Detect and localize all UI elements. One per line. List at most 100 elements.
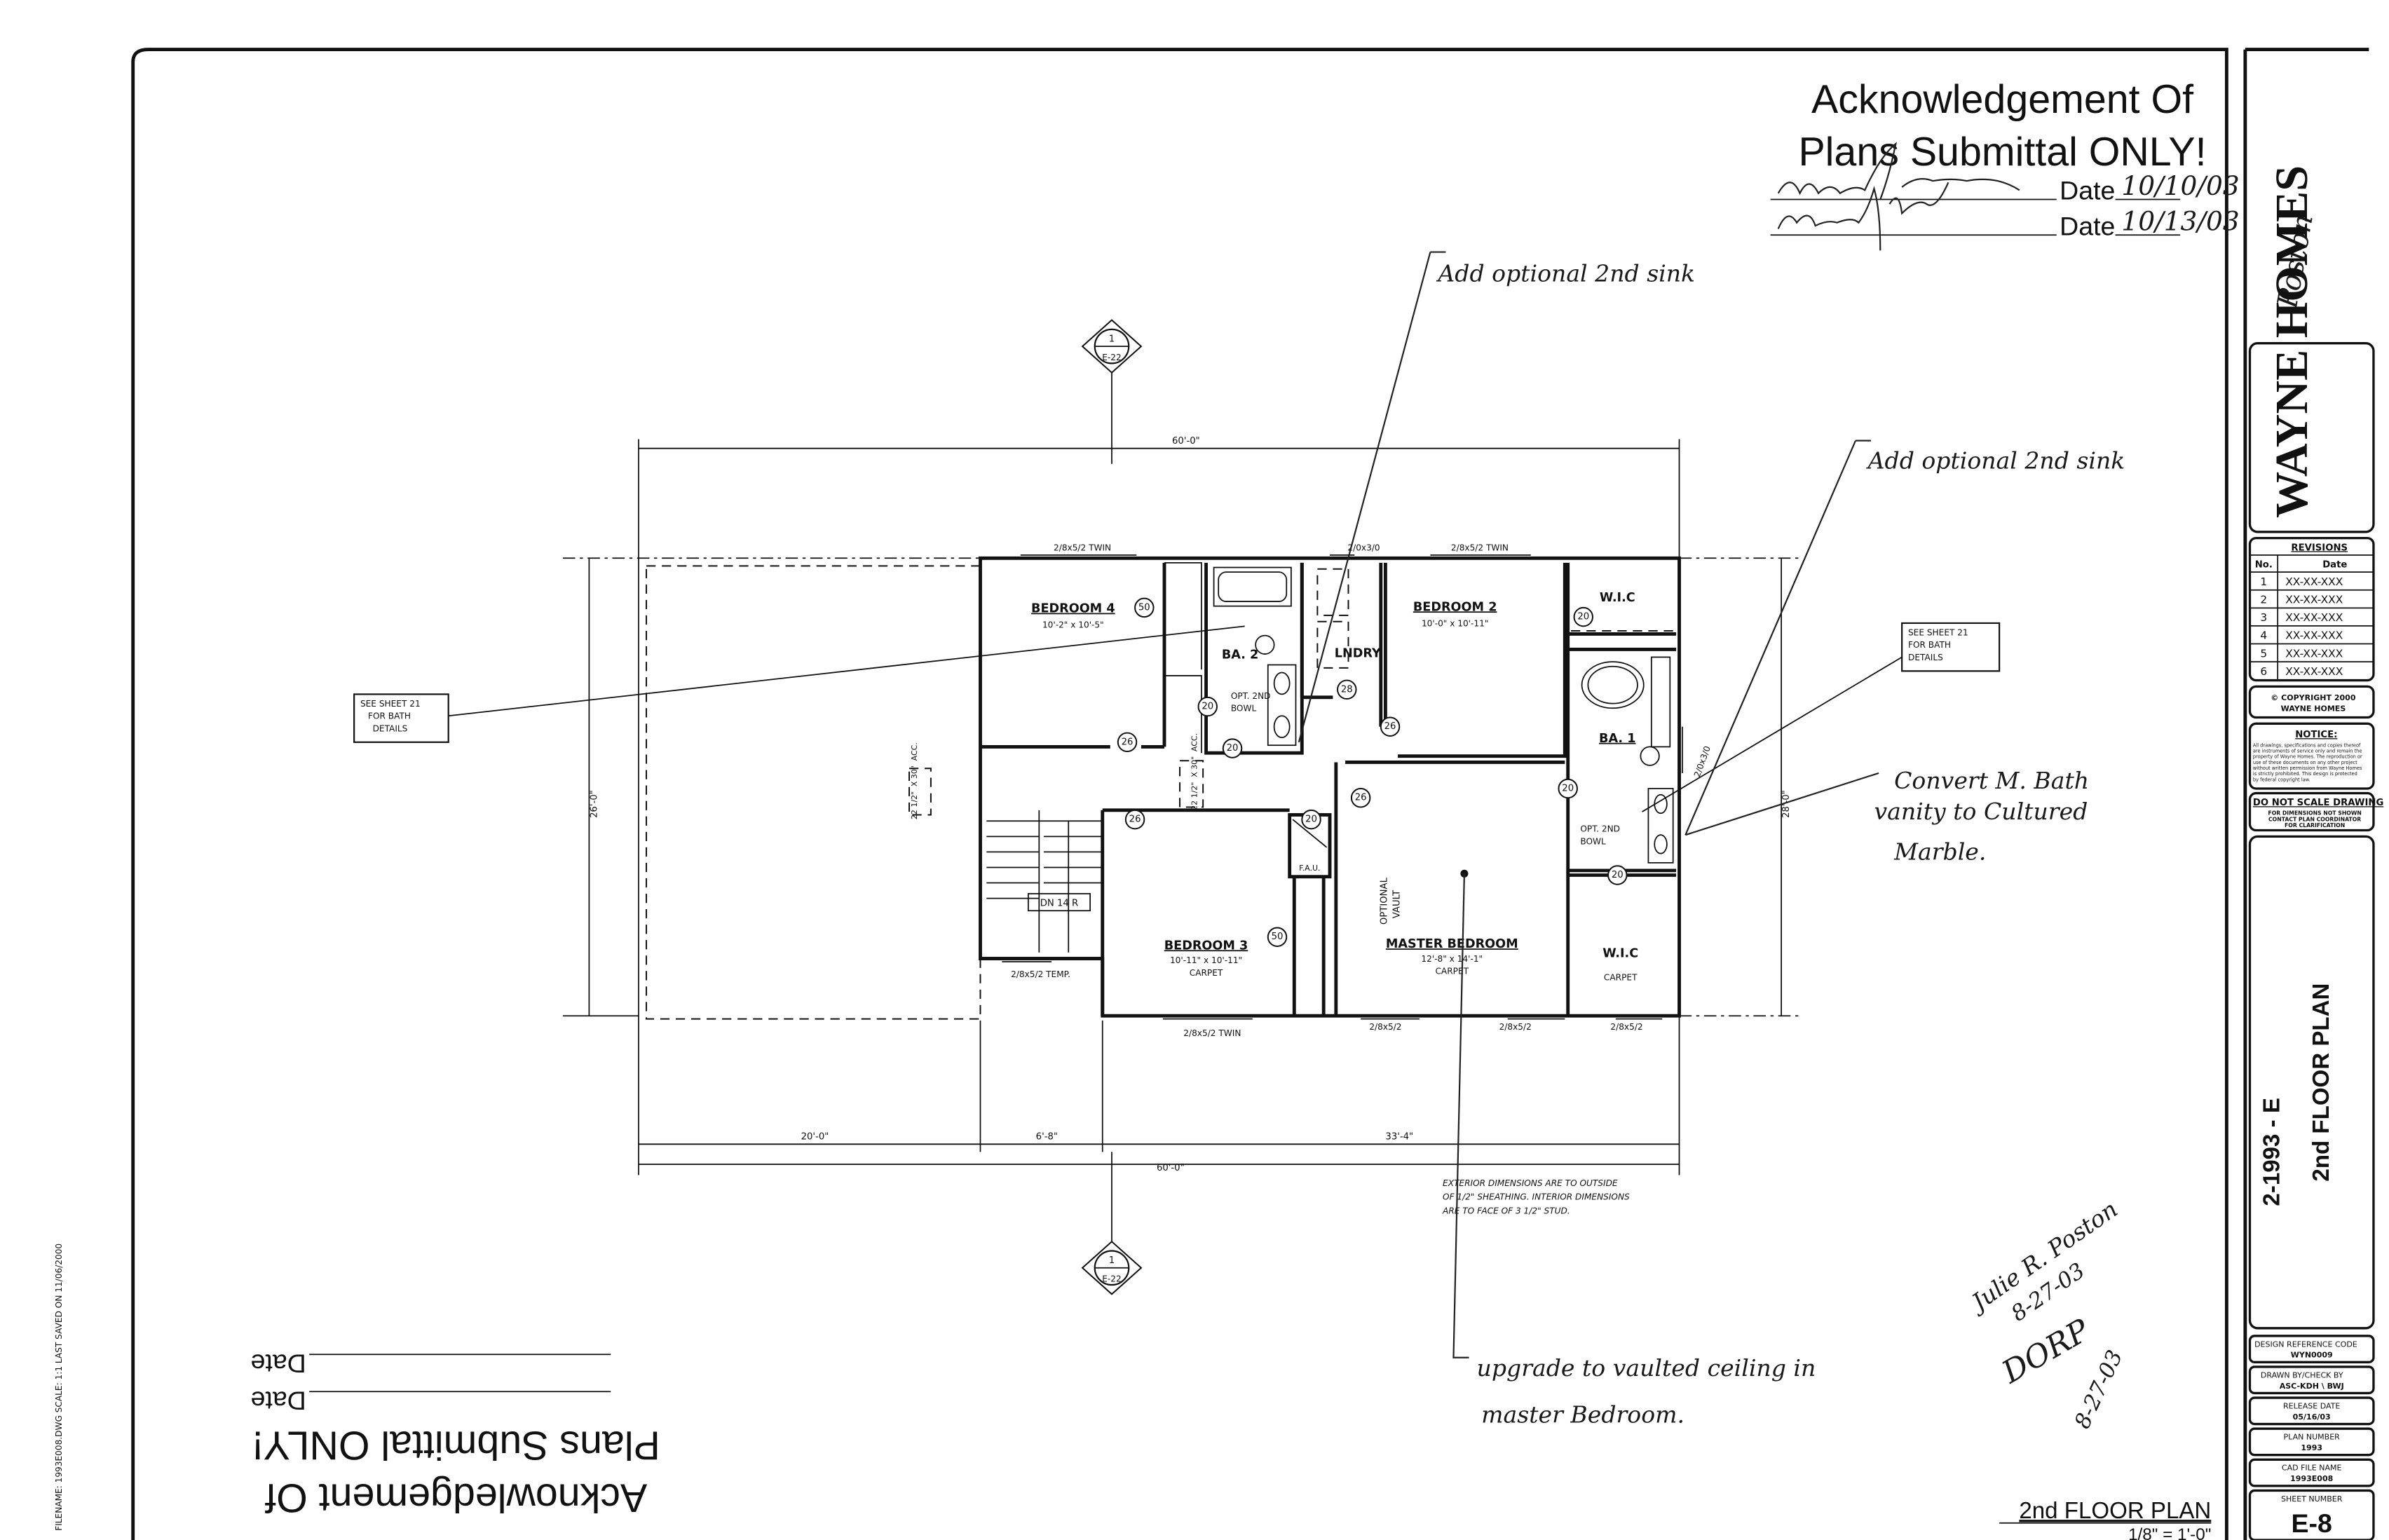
window-bottom-master-2: 2/8x5/2 <box>1499 1022 1532 1032</box>
door-tag: 20 <box>1301 809 1321 830</box>
signature-2-date: 8-27-03 <box>2069 1347 2128 1433</box>
copyright-line-1: © COPYRIGHT 2000 <box>2271 693 2356 702</box>
stairs: DN 14 R <box>980 810 1103 961</box>
revisions-col-date: Date <box>2322 560 2347 571</box>
door-tag: 26 <box>1124 809 1145 830</box>
signature-scribble-2 <box>1777 182 1949 251</box>
release-date: 05/16/03 <box>2293 1412 2331 1422</box>
dimension-lines: 60'-0" 20'-0" 6'-8" 33'-4" 60'-0" 26'-0"… <box>562 436 1802 1176</box>
plan-title: 2nd FLOOR PLAN <box>2308 983 2334 1182</box>
room-size-bedroom2: 10'-0" x 10'-11" <box>1422 618 1488 628</box>
revision-number: 1 <box>2260 575 2267 588</box>
svg-text:20: 20 <box>1305 815 1317 825</box>
stamp-date-2: 10/13/03 <box>2121 206 2239 237</box>
sheet-scale: 1/8" = 1'-0" <box>2128 1525 2211 1540</box>
section-sheet: E-22 <box>1102 1274 1121 1284</box>
wayne-homes-logo: WAYNE HOMES <box>2266 165 2317 518</box>
revision-number: 3 <box>2260 611 2267 624</box>
do-not-scale: DO NOT SCALE DRAWING <box>2253 798 2383 808</box>
signature-scribble-1 <box>1777 142 2020 200</box>
door-tag: 20 <box>1197 696 1218 717</box>
room-label-wic-lower: W.I.C <box>1602 946 1638 960</box>
room-floor-wic-lower: CARPET <box>1604 972 1638 982</box>
plan-code: 2-1993 - E <box>2259 1098 2285 1206</box>
door-tag: 50 <box>1134 597 1155 618</box>
door-tag: 26 <box>1117 732 1138 753</box>
revision-date: XX-XX-XXX <box>2285 665 2343 678</box>
stamp-line-2: Plans Submittal ONLY! <box>1798 130 2206 175</box>
window-left-bottom: 2/8x5/2 TEMP. <box>1011 969 1070 979</box>
revision-number: 5 <box>2260 647 2267 660</box>
revisions-col-no: No. <box>2255 560 2273 571</box>
room-label-bedroom4: BEDROOM 4 <box>1031 602 1115 616</box>
revisions-header: REVISIONS <box>2291 543 2348 553</box>
section-marker-bottom: 1 E-22 <box>1081 1152 1143 1295</box>
door-tag: 20 <box>1607 865 1628 885</box>
note-ba1-sink: Add optional 2nd sink <box>1866 447 2125 474</box>
stamp-date-label-1: Date <box>2060 176 2115 205</box>
revision-date: XX-XX-XXX <box>2285 593 2343 606</box>
door-tag: 20 <box>1222 738 1243 758</box>
notice-text: All drawings, specifications and copies … <box>2253 742 2362 782</box>
room-label-bedroom2: BEDROOM 2 <box>1413 600 1497 614</box>
svg-text:26: 26 <box>1384 721 1396 732</box>
window-top-left: 2/8x5/2 TWIN <box>1054 543 1111 552</box>
revision-number: 2 <box>2260 593 2267 606</box>
door-tag: 26 <box>1380 716 1401 737</box>
cad-file: 1993E008 <box>2290 1474 2333 1483</box>
note-vault-line-2: master Bedroom. <box>1481 1401 1684 1428</box>
mirrored-stamp-date-label-1: Date <box>251 1386 306 1415</box>
svg-text:20: 20 <box>1562 783 1574 793</box>
svg-text:50: 50 <box>1138 602 1150 613</box>
dim-right-depth: 28'-0" <box>1781 790 1792 818</box>
svg-text:20: 20 <box>1202 702 1213 712</box>
room-label-fau: F.A.U. <box>1299 864 1320 873</box>
design-ref-label: DESIGN REFERENCE CODE <box>2254 1340 2357 1349</box>
window-top-right: 2/8x5/2 TWIN <box>1451 543 1509 552</box>
sheet-title: 2nd FLOOR PLAN 1/8" = 1'-0" <box>1999 1498 2211 1540</box>
note-ba2-sink: Add optional 2nd sink <box>1436 259 1695 287</box>
sheet-border <box>131 48 2369 1540</box>
door-tags: 50 20 26 20 28 26 26 20 26 50 20 20 20 <box>1117 597 1628 947</box>
note-marble-line-2: vanity to Cultured <box>1874 798 2088 825</box>
note-vault-line-1: upgrade to vaulted ceiling in <box>1477 1354 1816 1382</box>
svg-text:26: 26 <box>1122 737 1134 747</box>
mirrored-acknowledgement-stamp: Acknowledgement Of Plans Submittal ONLY!… <box>251 1349 660 1520</box>
room-label-ba1: BA. 1 <box>1599 732 1636 746</box>
door-tag: 28 <box>1337 679 1357 700</box>
room-label-bedroom3: BEDROOM 3 <box>1164 939 1248 953</box>
room-label-wic-upper: W.I.C <box>1600 591 1635 605</box>
window-bottom-bed3: 2/8x5/2 TWIN <box>1183 1028 1241 1038</box>
svg-text:20: 20 <box>1227 743 1239 754</box>
room-floor-bedroom3: CARPET <box>1190 968 1223 978</box>
note-marble-line-1: Convert M. Bath <box>1894 767 2089 794</box>
note-marble-line-3: Marble. <box>1893 838 1986 865</box>
window-bottom-wic: 2/8x5/2 <box>1610 1022 1642 1032</box>
window-bottom-master-1: 2/8x5/2 <box>1369 1022 1401 1032</box>
svg-text:50: 50 <box>1272 932 1284 942</box>
room-size-master: 12'-8" x 14'-1" <box>1421 954 1483 964</box>
access-label: 22 1/2"X 30"ACC. <box>1190 733 1199 810</box>
dim-bottom-overall: 60'-0" <box>1157 1163 1185 1173</box>
plan-number-label: PLAN NUMBER <box>2284 1433 2341 1442</box>
sheet-title-text: 2nd FLOOR PLAN <box>2019 1498 2211 1524</box>
room-label-laundry: LNDRY <box>1335 646 1381 660</box>
revision-date: XX-XX-XXX <box>2285 575 2343 588</box>
copyright-line-2: WAYNE HOMES <box>2281 704 2346 714</box>
room-floor-master: CARPET <box>1435 967 1469 976</box>
handwritten-annotations: Add optional 2nd sink Add optional 2nd s… <box>1298 212 2320 1433</box>
door-tag: 26 <box>1350 787 1371 808</box>
svg-text:26: 26 <box>1129 815 1141 825</box>
svg-text:20: 20 <box>1577 612 1589 622</box>
signature-2: DORP <box>1996 1312 2097 1391</box>
door-tag: 50 <box>1267 927 1288 947</box>
cad-file-label: CAD FILE NAME <box>2282 1464 2342 1473</box>
section-marker-top: 1 E-22 <box>1081 319 1143 464</box>
